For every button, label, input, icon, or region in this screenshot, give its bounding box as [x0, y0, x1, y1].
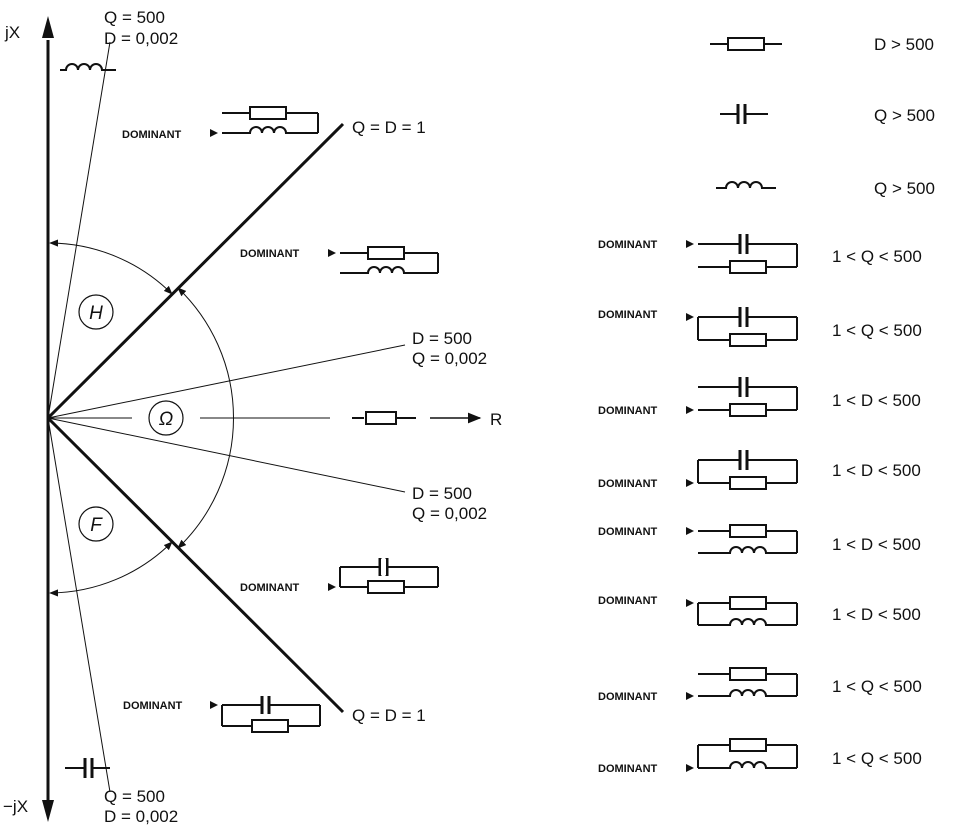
- d-500-line-upper: [47, 344, 406, 419]
- legend-condition-7: 1 < D < 500: [832, 461, 921, 480]
- legend-condition-10: 1 < Q < 500: [832, 677, 922, 696]
- legend-inductor-icon: [716, 181, 776, 189]
- legend-condition-9: 1 < D < 500: [832, 605, 921, 624]
- label-d-0002-top: D = 0,002: [104, 29, 178, 48]
- dominant-arrow-icon: [686, 313, 694, 321]
- axis-label-r: R: [490, 410, 502, 429]
- q-500-line-top: [47, 41, 111, 419]
- legend-circuit-9: [697, 596, 798, 626]
- dominant-arrow-icon: [686, 240, 694, 248]
- capacitor-icon: [65, 758, 110, 778]
- dominant-arrow-icon: [210, 129, 218, 137]
- region-f-circle: [78, 506, 114, 542]
- label-q-0002-upper: Q = 0,002: [412, 349, 487, 368]
- region-f-label: F: [90, 515, 103, 536]
- dominant-arrow-icon: [328, 583, 336, 591]
- axis-label-jx: jX: [4, 23, 20, 42]
- legend-condition-3: Q > 500: [874, 179, 935, 198]
- dominant-label: DOMINANT: [598, 478, 658, 490]
- dominant-arrow-icon: [210, 701, 218, 709]
- legend-circuit-8: [698, 524, 798, 554]
- legend-condition-2: Q > 500: [874, 106, 935, 125]
- region-h-label: H: [89, 303, 103, 324]
- dominant-arrow-icon: [686, 599, 694, 607]
- label-q-500-bottom: Q = 500: [104, 787, 165, 806]
- dominant-arrow-icon: [686, 692, 694, 700]
- dominant-arrow-icon: [686, 764, 694, 772]
- legend-condition-11: 1 < Q < 500: [832, 749, 922, 768]
- circuit-rl-parallel-top: [222, 106, 319, 134]
- dominant-label: DOMINANT: [598, 239, 658, 251]
- dominant-label: DOMINANT: [122, 129, 182, 141]
- dominant-label: DOMINANT: [598, 405, 658, 417]
- axis-arrow-down-icon: [42, 800, 54, 822]
- label-q-500-top: Q = 500: [104, 8, 165, 27]
- legend-capacitor-icon: [720, 104, 768, 124]
- legend-circuit-11: [697, 738, 798, 769]
- region-omega-circle: [148, 400, 184, 436]
- legend-condition-4: 1 < Q < 500: [832, 247, 922, 266]
- region-omega-arc: [177, 287, 235, 549]
- dominant-label: DOMINANT: [598, 309, 658, 321]
- legend-condition-1: D > 500: [874, 35, 934, 54]
- legend-circuit-10: [698, 667, 798, 697]
- dominant-label: DOMINANT: [598, 763, 658, 775]
- dominant-label: DOMINANT: [598, 595, 658, 607]
- region-omega-label: Ω: [159, 409, 173, 430]
- dominant-label: DOMINANT: [123, 700, 183, 712]
- dominant-arrow-icon: [686, 406, 694, 414]
- dominant-label: DOMINANT: [598, 691, 658, 703]
- label-q-0002-lower: Q = 0,002: [412, 504, 487, 523]
- circuit-rl-parallel-mid: [340, 246, 439, 274]
- axis-label-minus-jx: −jX: [3, 797, 28, 816]
- label-d-0002-bottom: D = 0,002: [104, 807, 178, 826]
- circuit-cr-parallel-mid: [339, 558, 439, 594]
- dominant-label: DOMINANT: [240, 582, 300, 594]
- legend-condition-5: 1 < Q < 500: [832, 321, 922, 340]
- axis-arrow-up-icon: [42, 16, 54, 38]
- label-q-d-1-bottom: Q = D = 1: [352, 706, 426, 725]
- dominant-label: DOMINANT: [240, 248, 300, 260]
- q-d-1-line-top: [46, 122, 345, 420]
- resistor-icon: [365, 411, 397, 425]
- label-q-d-1-top: Q = D = 1: [352, 118, 426, 137]
- legend-condition-8: 1 < D < 500: [832, 535, 921, 554]
- legend-condition-6: 1 < D < 500: [832, 391, 921, 410]
- dominant-label: DOMINANT: [598, 526, 658, 538]
- label-d-500-lower: D = 500: [412, 484, 472, 503]
- region-f-arc: [49, 541, 173, 597]
- d-500-line-lower: [47, 417, 406, 493]
- dominant-arrow-icon: [686, 479, 694, 487]
- circuit-cr-parallel-bottom: [221, 704, 321, 733]
- region-h-arc: [49, 239, 173, 295]
- dominant-arrow-icon: [328, 249, 336, 257]
- q-d-1-line-bottom: [46, 416, 345, 714]
- region-h-circle: [78, 294, 114, 330]
- label-d-500-upper: D = 500: [412, 329, 472, 348]
- dominant-arrow-icon: [686, 527, 694, 535]
- inductor-icon: [60, 63, 116, 71]
- legend-resistor-icon: [710, 37, 782, 51]
- q-500-line-bottom: [47, 417, 111, 793]
